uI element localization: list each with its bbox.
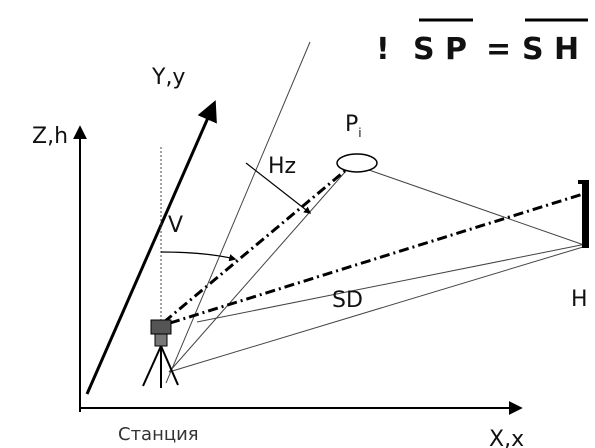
v-label: V (168, 213, 183, 238)
point-p-label: Pi (345, 112, 362, 140)
formula-eq: = (486, 32, 511, 67)
point-h-label: H (571, 287, 588, 312)
z-axis-label: Z,h (32, 124, 68, 149)
vertical-plane-line (196, 243, 587, 323)
target-p-ellipse (336, 153, 378, 173)
total-station-icon (142, 319, 179, 388)
horizontal-angle-arc (245, 162, 312, 214)
target-h-rod (582, 180, 589, 248)
station-label: Станция (118, 424, 199, 445)
p-to-h-line (368, 169, 585, 246)
y-axis (85, 100, 217, 395)
formula-rhs: S H (522, 32, 579, 67)
projection-line-h (168, 246, 584, 373)
sight-line-p (163, 168, 347, 324)
vertical-angle-arc (160, 251, 237, 262)
projection-line-p (168, 171, 346, 373)
formula: ! S P = S H (376, 18, 588, 67)
sight-line-h (169, 192, 584, 325)
formula-bang: ! (376, 32, 390, 67)
hz-label: Hz (268, 154, 296, 179)
x-axis-label: X,x (489, 427, 524, 448)
axes (73, 100, 523, 415)
y-axis-label: Y,y (151, 65, 185, 90)
hz-reference-line (165, 41, 311, 384)
sd-label: SD (332, 288, 363, 313)
formula-lhs: S P (413, 32, 467, 67)
